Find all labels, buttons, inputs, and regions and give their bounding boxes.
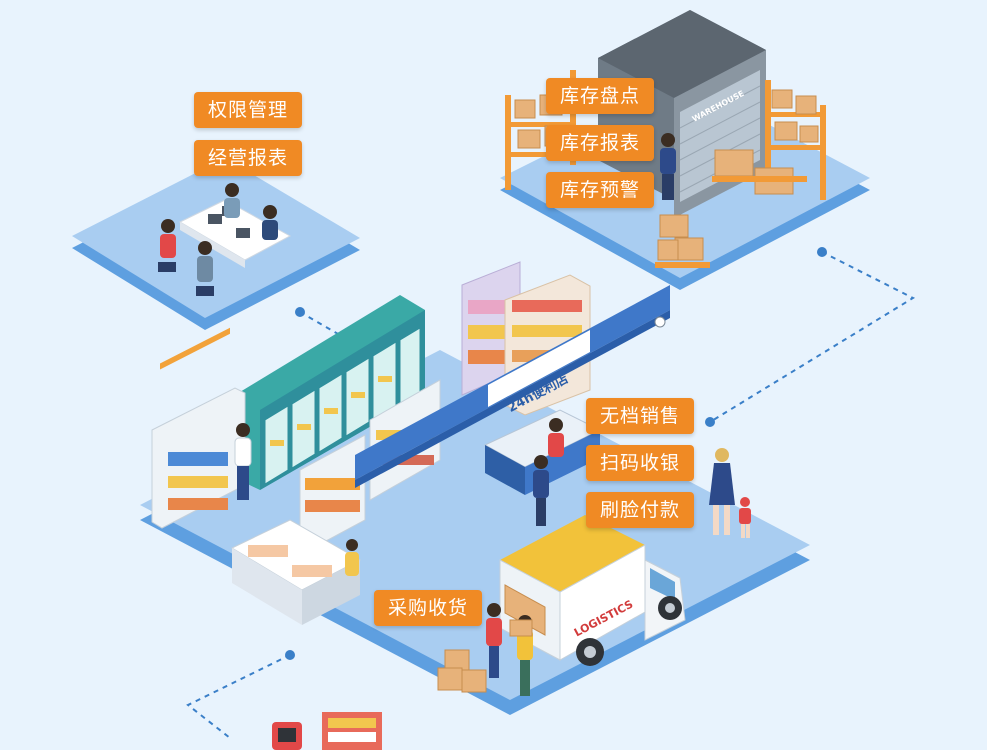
tag-unattended-sales[interactable]: 无档销售: [586, 398, 695, 434]
delivery-truck: LOGISTICS: [499, 515, 686, 666]
tag-scan-checkout[interactable]: 扫码收银: [586, 445, 695, 481]
tag-permission-management[interactable]: 权限管理: [194, 92, 303, 128]
fridge-row: [235, 295, 425, 490]
tag-face-payment[interactable]: 刷脸付款: [586, 492, 695, 528]
delivery-staff: [437, 603, 533, 696]
left-shelf: [151, 327, 246, 529]
tag-inventory-count[interactable]: 库存盘点: [546, 78, 655, 114]
mother-and-child: [709, 448, 751, 538]
tag-inventory-alert[interactable]: 库存预警: [546, 172, 655, 208]
checkout-counter: [483, 409, 602, 526]
connector-dots: [285, 247, 827, 660]
shopper: [234, 423, 359, 576]
bottom-partial-scene: [272, 712, 382, 750]
tag-inventory-report[interactable]: 库存报表: [546, 125, 655, 161]
store-platform: 24h便利店: [140, 261, 810, 715]
store-banner: 24h便利店: [355, 285, 670, 488]
tag-business-report[interactable]: 经营报表: [194, 140, 303, 176]
office-platform: [72, 158, 360, 330]
tag-purchase-receiving[interactable]: 采购收货: [374, 590, 483, 626]
